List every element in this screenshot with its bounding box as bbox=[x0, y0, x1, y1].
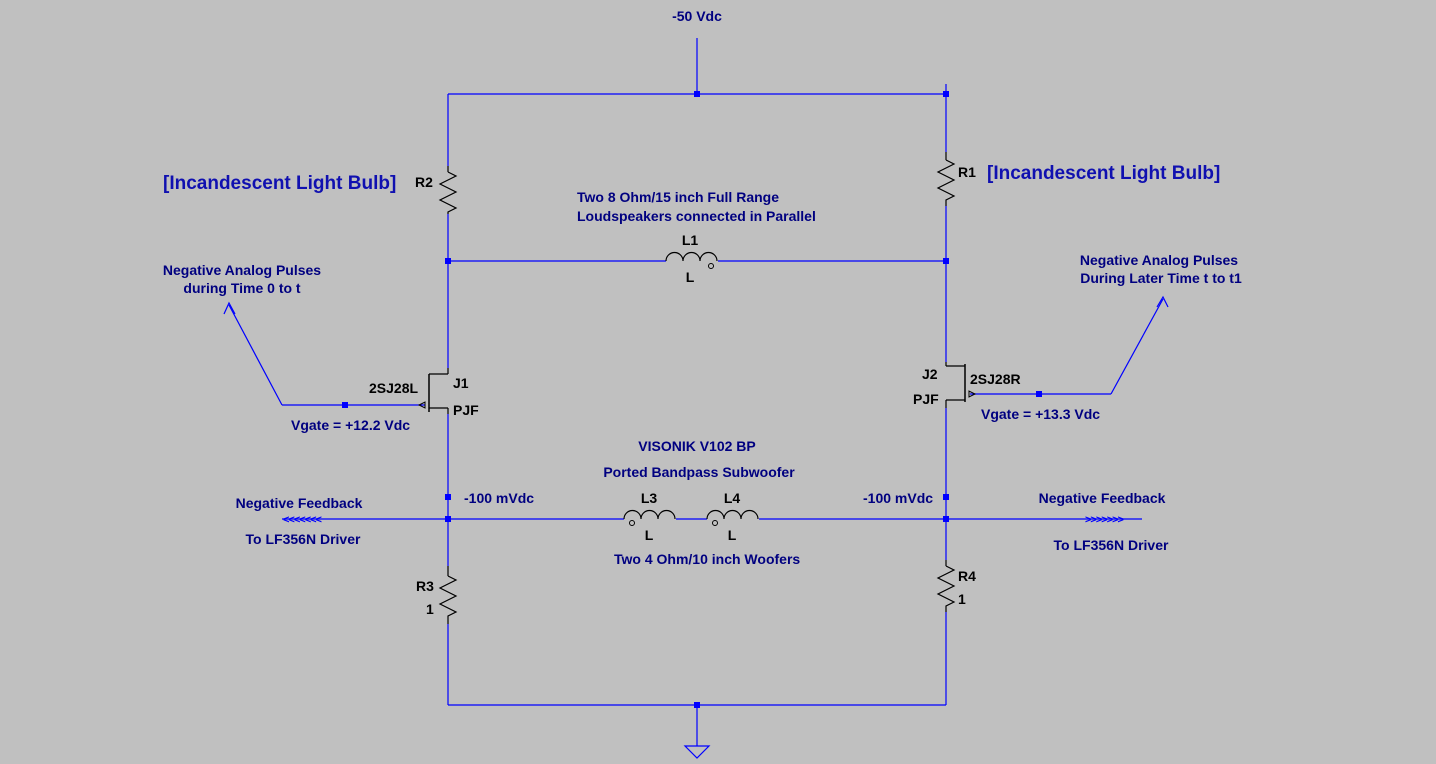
pulse-right-line2: During Later Time t to t1 bbox=[1080, 270, 1242, 286]
subwoofer-note-line2: Ported Bandpass Subwoofer bbox=[603, 464, 795, 480]
r4-value: 1 bbox=[958, 591, 966, 607]
right-pulse-source: Negative Analog Pulses During Later Time… bbox=[970, 252, 1242, 422]
feedback-right-line2: To LF356N Driver bbox=[1054, 537, 1169, 553]
j1-ref: J1 bbox=[453, 375, 469, 391]
ground-icon bbox=[683, 745, 711, 759]
j1-model: 2SJ28L bbox=[369, 380, 418, 396]
jfet-j2: 2SJ28R J2 PJF bbox=[913, 362, 1021, 408]
l3-value: L bbox=[645, 527, 654, 543]
left-pulse-source: Negative Analog Pulses during Time 0 to … bbox=[163, 262, 425, 433]
r3-ref: R3 bbox=[416, 578, 434, 594]
l1-value: L bbox=[686, 269, 695, 285]
pulse-left-line1: Negative Analog Pulses bbox=[163, 262, 321, 278]
node-right-voltage: -100 mVdc bbox=[863, 490, 933, 506]
r4-ref: R4 bbox=[958, 568, 976, 584]
resistor-r3: R3 1 bbox=[416, 566, 458, 624]
l4-ref: L4 bbox=[724, 490, 741, 506]
inductor-l4: L4 L bbox=[706, 490, 759, 543]
subwoofer-note-line1: VISONIK V102 BP bbox=[638, 438, 756, 454]
inductor-l3: L3 L bbox=[623, 490, 676, 543]
woofer-chain: L3 L L4 L Two 4 Ohm/10 inch Woofers bbox=[282, 490, 1142, 567]
l4-value: L bbox=[728, 527, 737, 543]
feedback-left-line2: To LF356N Driver bbox=[246, 531, 361, 547]
j2-vgate: Vgate = +13.3 Vdc bbox=[981, 406, 1100, 422]
r2-note: [Incandescent Light Bulb] bbox=[163, 173, 396, 194]
r2-ref: R2 bbox=[415, 174, 433, 190]
j2-ref: J2 bbox=[922, 366, 938, 382]
feedback-left-arrows: <<<<<<< bbox=[283, 514, 322, 526]
resistor-r2: R2 [Incandescent Light Bulb] bbox=[163, 166, 458, 214]
node-left-voltage: -100 mVdc bbox=[464, 490, 534, 506]
supply-rail: -50 Vdc bbox=[448, 8, 949, 97]
speakers-note-line2: Loudspeakers connected in Parallel bbox=[577, 208, 816, 224]
pulse-left-line2: during Time 0 to t bbox=[183, 280, 301, 296]
pulse-right-line1: Negative Analog Pulses bbox=[1080, 252, 1238, 268]
l3-ref: L3 bbox=[641, 490, 658, 506]
jfet-j1: 2SJ28L J1 PJF bbox=[369, 368, 479, 418]
resistor-r4: R4 1 bbox=[936, 560, 976, 612]
feedback-right-line1: Negative Feedback bbox=[1039, 490, 1166, 506]
woofers-note: Two 4 Ohm/10 inch Woofers bbox=[614, 551, 800, 567]
j2-model: 2SJ28R bbox=[970, 371, 1021, 387]
j2-type: PJF bbox=[913, 391, 939, 407]
resistor-r1: R1 [Incandescent Light Bulb] bbox=[936, 152, 1220, 206]
l1-ref: L1 bbox=[682, 232, 699, 248]
r1-ref: R1 bbox=[958, 164, 976, 180]
feedback-right-arrows: >>>>>>> bbox=[1085, 514, 1124, 526]
j1-type: PJF bbox=[453, 402, 479, 418]
speakers-note-line1: Two 8 Ohm/15 inch Full Range bbox=[577, 189, 779, 205]
r3-value: 1 bbox=[426, 601, 434, 617]
supply-label: -50 Vdc bbox=[672, 8, 722, 24]
feedback-left-line1: Negative Feedback bbox=[236, 495, 363, 511]
inductor-l1: L1 L Two 8 Ohm/15 inch Full Range Loudsp… bbox=[445, 189, 949, 285]
ground bbox=[448, 702, 946, 759]
r1-note: [Incandescent Light Bulb] bbox=[987, 163, 1220, 184]
j1-vgate: Vgate = +12.2 Vdc bbox=[291, 417, 410, 433]
